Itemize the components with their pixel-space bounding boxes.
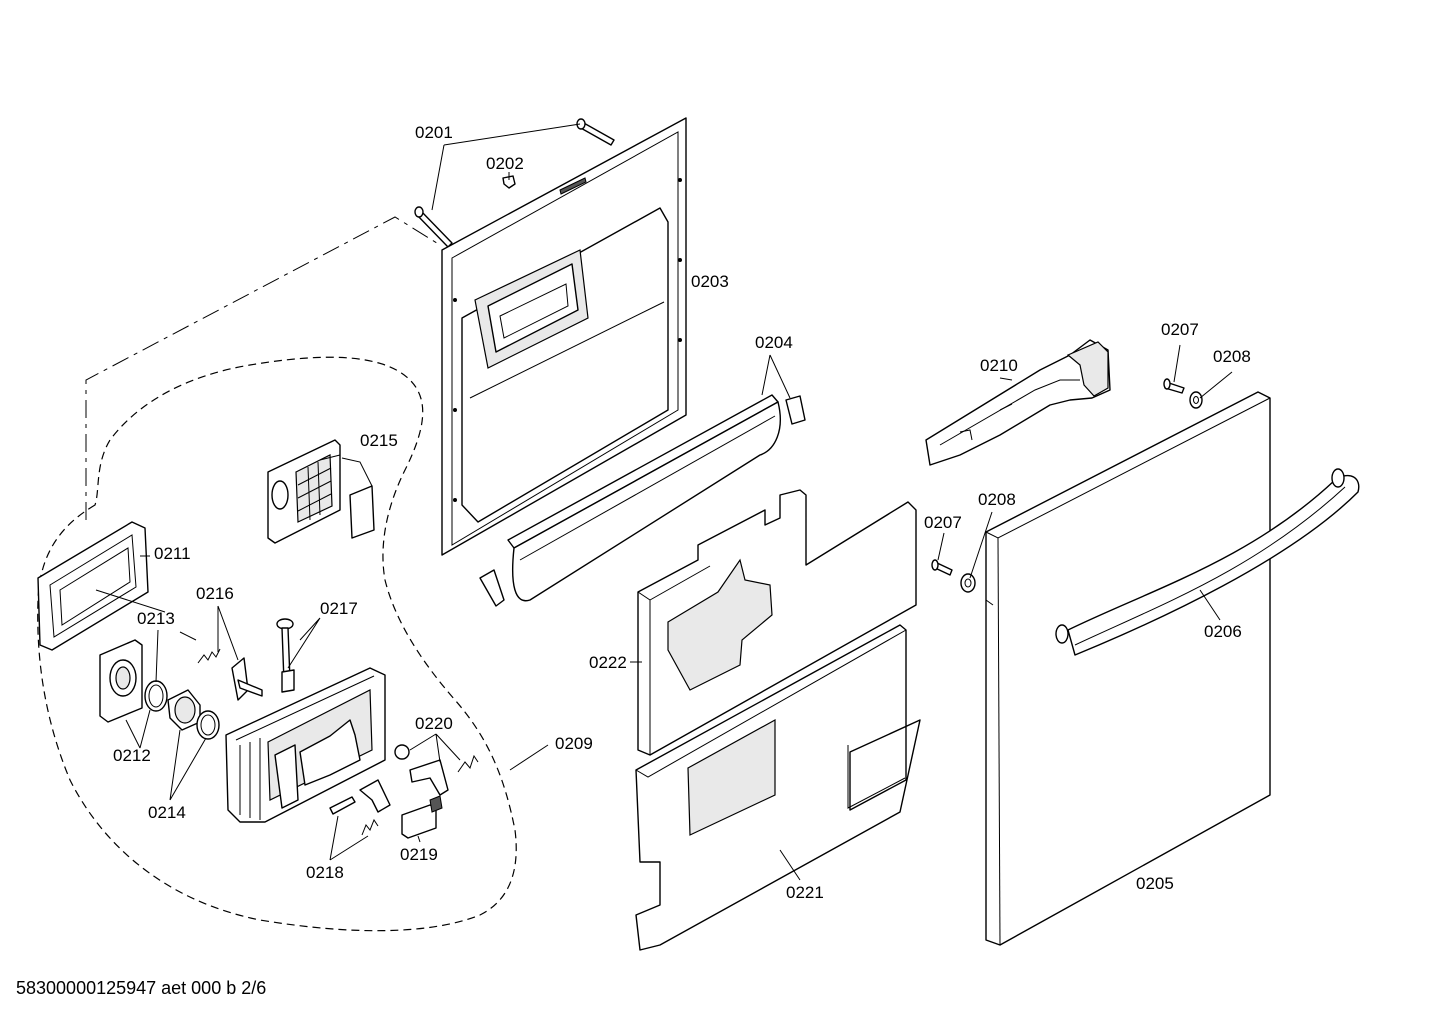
clip-0202 <box>502 175 516 189</box>
label-0207-bottom: 0207 <box>924 513 962 532</box>
label-0219: 0219 <box>400 845 438 864</box>
label-0214: 0214 <box>148 803 186 822</box>
actuator-0219 <box>401 795 443 839</box>
label-0211: 0211 <box>154 544 191 563</box>
hinge-bracket-0210 <box>925 339 1111 466</box>
label-0202: 0202 <box>486 154 524 173</box>
screw-0207-top <box>1163 378 1185 394</box>
trim-strip-0204 <box>479 394 806 607</box>
label-0208-bottom: 0208 <box>978 490 1016 509</box>
washer-0208-bottom <box>960 573 976 593</box>
label-0207-top: 0207 <box>1161 320 1199 339</box>
label-0222: 0222 <box>589 653 627 672</box>
label-0217: 0217 <box>320 599 358 618</box>
label-0201: 0201 <box>415 123 453 142</box>
valve-pin-0217 <box>276 618 295 693</box>
gasket-frame-0211 <box>37 521 149 651</box>
label-0206: 0206 <box>1204 622 1242 641</box>
washer-0208-top <box>1189 391 1203 409</box>
label-0205: 0205 <box>1136 874 1174 893</box>
ring-0213 <box>144 680 168 712</box>
cover-grid-0215 <box>267 439 375 544</box>
alignment-line <box>85 216 441 520</box>
label-0221: 0221 <box>786 883 824 902</box>
inner-door-0203 <box>441 117 687 556</box>
parts-0220 <box>394 744 479 796</box>
screw-0207-bottom <box>931 559 953 576</box>
parts-0218 <box>329 779 391 836</box>
label-0209: 0209 <box>555 734 593 753</box>
label-0203: 0203 <box>691 272 729 291</box>
document-id-footer: 58300000125947 aet 000 b 2/6 <box>16 978 267 998</box>
screw-0201-top <box>576 118 615 146</box>
label-0215: 0215 <box>360 431 398 450</box>
label-0208-top: 0208 <box>1213 347 1251 366</box>
label-0218: 0218 <box>306 863 344 882</box>
dispenser-housing-0209 <box>225 667 386 823</box>
label-0212: 0212 <box>113 746 151 765</box>
label-0210: 0210 <box>980 356 1018 375</box>
handle-0206 <box>1055 468 1360 656</box>
insulation-panel-0221 <box>635 624 921 951</box>
nozzle-0214 <box>167 689 220 740</box>
label-0204: 0204 <box>755 333 793 352</box>
assembly-group-outline <box>37 356 517 932</box>
bracket-0212 <box>99 639 143 723</box>
spring-flap-0216 <box>197 648 263 701</box>
outer-door-0205 <box>985 391 1271 946</box>
label-0213: 0213 <box>137 609 175 628</box>
insulation-panel-0222 <box>637 489 917 756</box>
leader-lines <box>95 123 1233 881</box>
label-0216: 0216 <box>196 584 234 603</box>
label-0220: 0220 <box>415 714 453 733</box>
